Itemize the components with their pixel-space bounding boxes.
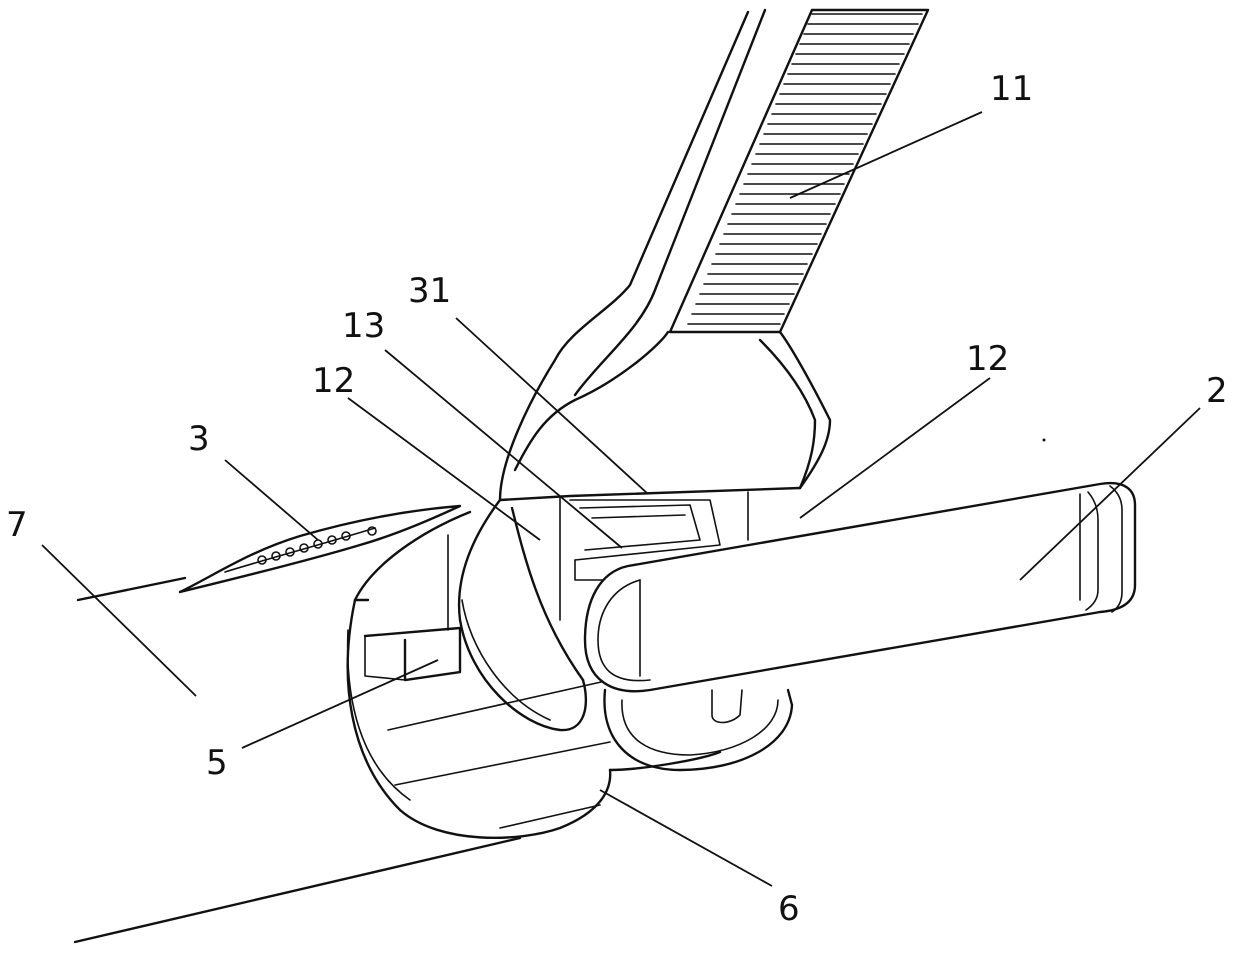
label-2: 2 bbox=[1206, 371, 1228, 411]
speck-dot bbox=[1043, 439, 1046, 442]
spike-part-3 bbox=[180, 506, 460, 592]
label-31: 31 bbox=[408, 271, 451, 311]
label-12-right: 12 bbox=[966, 339, 1009, 379]
label-7: 7 bbox=[6, 505, 28, 545]
inner-block-5 bbox=[365, 535, 460, 680]
lever-2 bbox=[585, 483, 1135, 691]
label-6: 6 bbox=[778, 889, 800, 929]
tube-body bbox=[75, 578, 520, 942]
label-3: 3 bbox=[188, 419, 210, 459]
label-13: 13 bbox=[342, 306, 385, 346]
label-11: 11 bbox=[990, 69, 1033, 109]
label-5: 5 bbox=[206, 743, 228, 783]
handle-arm-11 bbox=[500, 10, 928, 500]
label-12-left: 12 bbox=[312, 361, 355, 401]
